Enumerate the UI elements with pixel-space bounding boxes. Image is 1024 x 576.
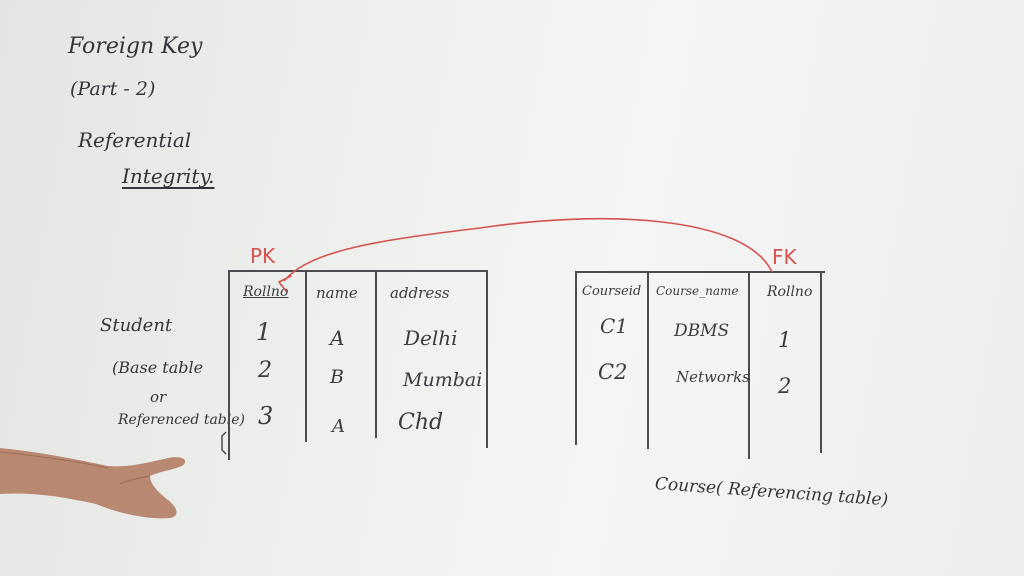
student-label-base: (Base table [112,358,204,377]
course-cell-courseid-2: C2 [598,360,628,384]
student-cell-name-2: B [330,366,344,388]
student-header-rollno: Rollno [243,284,289,300]
student-cell-name-3: A [332,416,345,437]
topic-referential: Referential [78,128,192,152]
course-cell-rollno-2: 2 [778,374,792,398]
student-header-name: name [316,284,358,302]
course-cell-name-1: DBMS [674,321,730,341]
title-part: (Part - 2) [70,78,156,100]
student-cell-name-1: A [330,326,345,350]
course-cell-name-2: Networks [676,368,750,386]
student-label: Student [100,315,173,336]
student-header-address: address [390,284,450,302]
course-cell-rollno-1: 1 [778,328,792,352]
course-cell-courseid-1: C1 [600,314,629,338]
fk-label: FK [772,245,797,269]
table-bracket [221,431,227,455]
course-header-rollno: Rollno [767,284,813,300]
student-label-or: or [150,388,167,406]
title-foreign-key: Foreign Key [68,34,203,59]
course-header-courseid: Courseid [582,284,642,299]
student-cell-address-2: Mumbai [403,369,483,391]
pointing-hand-icon [0,448,186,519]
course-header-course-name: Course_name [656,284,739,298]
student-cell-rollno-1: 1 [256,318,272,346]
student-cell-address-3: Chd [398,410,444,435]
topic-integrity: Integrity. [122,164,215,188]
student-cell-address-1: Delhi [404,326,458,350]
student-label-referenced: Referenced table) [118,412,245,428]
student-cell-rollno-2: 2 [258,358,272,383]
student-cell-rollno-3: 3 [258,402,274,430]
course-label: Course( Referencing table) [654,474,889,511]
pk-label: PK [250,244,276,268]
